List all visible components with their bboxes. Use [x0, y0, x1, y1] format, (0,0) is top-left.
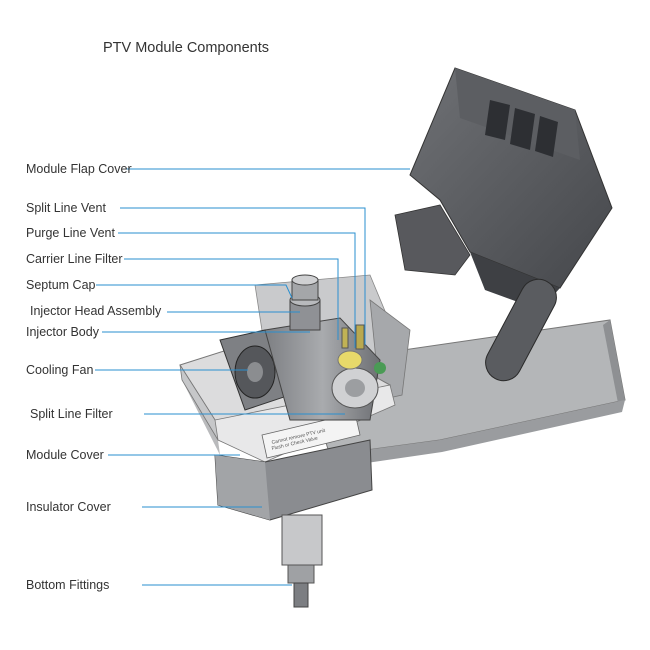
label-septum-cap: Septum Cap [26, 278, 96, 292]
label-cooling-fan: Cooling Fan [26, 363, 94, 377]
label-module-flap-cover: Module Flap Cover [26, 162, 132, 176]
insulator-cover [214, 439, 373, 521]
leader-lines [95, 168, 410, 586]
label-split-line-filter: Split Line Filter [30, 407, 113, 421]
label-carrier-line-filter: Carrier Line Filter [26, 252, 123, 266]
label-injector-body: Injector Body [26, 325, 99, 339]
label-purge-line-vent: Purge Line Vent [26, 226, 115, 240]
module-flap-cover [394, 67, 613, 382]
septum-cap [289, 274, 321, 331]
label-insulator-cover: Insulator Cover [26, 500, 111, 514]
diagram-title: PTV Module Components [103, 40, 270, 56]
label-bottom-fittings: Bottom Fittings [26, 578, 110, 592]
label-split-line-vent: Split Line Vent [26, 201, 106, 215]
label-injector-head-assembly: Injector Head Assembly [30, 304, 162, 318]
injector-assembly [264, 317, 386, 421]
label-module-cover: Module Cover [26, 448, 104, 462]
bottom-fittings [281, 514, 323, 608]
